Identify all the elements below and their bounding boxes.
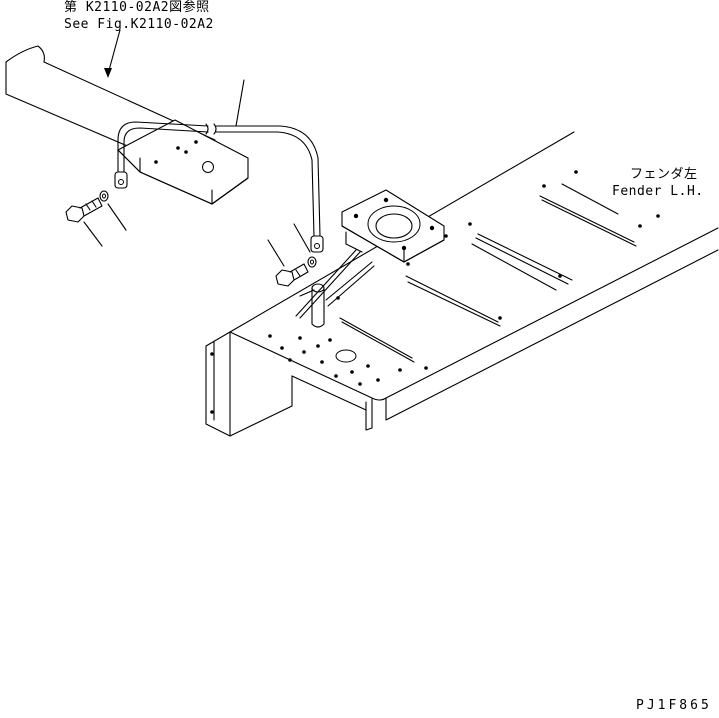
reference-label-english: See Fig.K2110-02A2 — [64, 17, 214, 32]
fender-slots — [339, 183, 637, 363]
fender-label-japanese: フェンダ左 — [630, 167, 698, 182]
bolt-center — [267, 223, 317, 287]
reference-label-japanese: 第 K2110-02A2図参照 — [64, 0, 210, 15]
post-and-rods — [295, 249, 375, 328]
flange — [341, 189, 445, 263]
fender-label-english: Fender L.H. — [612, 184, 704, 199]
fender-plate — [205, 131, 719, 437]
bolt-left — [65, 190, 127, 247]
drawing-code: PJ1F865 — [636, 698, 712, 713]
battery-cable — [114, 79, 324, 253]
frame-member — [5, 29, 249, 205]
